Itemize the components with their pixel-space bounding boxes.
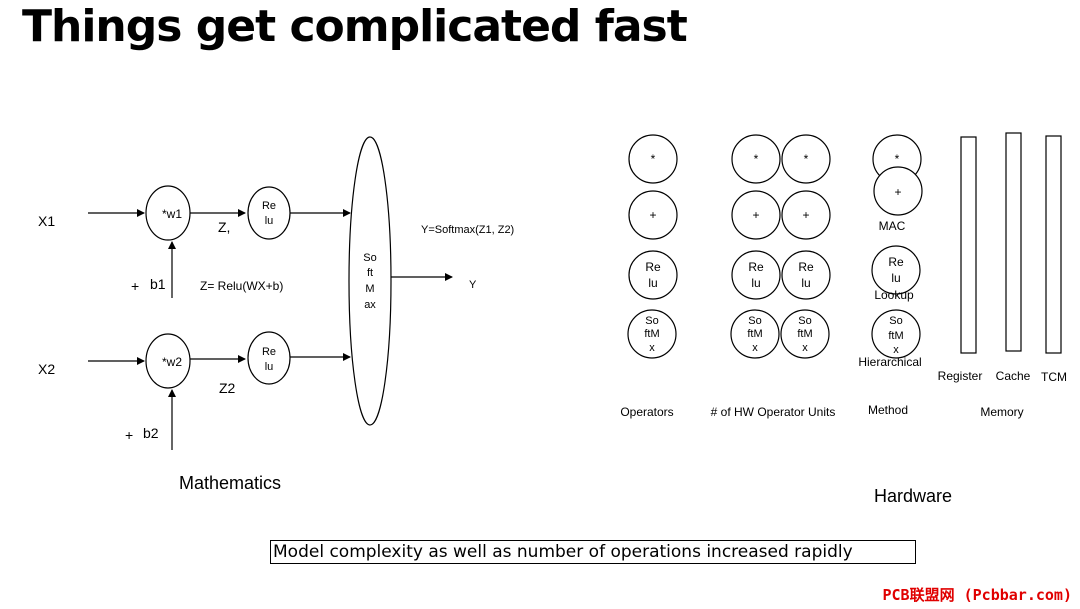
- relu2-line2: lu: [265, 361, 274, 373]
- summary-box: Model complexity as well as number of op…: [270, 540, 916, 564]
- mul-w1-node: *w1: [145, 185, 191, 241]
- memory-caption: Memory: [980, 405, 1023, 419]
- method-lookup-label: Lookup: [874, 288, 914, 302]
- cache-bar: [1005, 132, 1022, 352]
- operator-add-label: +: [649, 208, 656, 222]
- watermark: PCB联盟网 (Pcbbar.com): [882, 586, 1073, 604]
- hw-add-circle-1: [731, 190, 781, 240]
- operators-caption: Operators: [620, 405, 673, 419]
- hw-units-caption: # of HW Operator Units: [711, 405, 836, 419]
- b2-plus: +: [125, 427, 133, 443]
- hw-relu-circle-2: [781, 250, 831, 300]
- register-bar: [960, 136, 977, 354]
- relu2-node: Re lu: [247, 331, 291, 385]
- y-label: Y: [469, 279, 477, 291]
- method-softmax-circle: [871, 309, 921, 359]
- hw-softmax-2-line1: So: [798, 315, 811, 327]
- hw-mul-label-2: *: [804, 152, 809, 166]
- operator-relu-line2: lu: [648, 276, 657, 290]
- b1-label: b1: [150, 276, 166, 292]
- relu1-line2: lu: [265, 215, 274, 227]
- y-formula: Y=Softmax(Z1, Z2): [421, 224, 514, 236]
- operator-softmax-line2: ftM: [644, 328, 659, 340]
- method-relu-line2: lu: [891, 271, 900, 285]
- b2-label: b2: [143, 425, 159, 441]
- z1-label: Z,: [218, 219, 230, 235]
- z-formula: Z= Relu(WX+b): [200, 279, 283, 293]
- hw-add-circle-2: [781, 190, 831, 240]
- method-softmax-line3: x: [893, 344, 899, 356]
- hw-softmax-1-line1: So: [748, 315, 761, 327]
- relu1-node: Re lu: [247, 186, 291, 240]
- input-x2-label: X2: [38, 361, 55, 377]
- operator-relu-circle: [628, 250, 678, 300]
- method-add-label: +: [894, 185, 901, 199]
- hw-add-label-1: +: [752, 208, 759, 222]
- relu2-line1: Re: [262, 346, 276, 358]
- mathematics-caption: Mathematics: [179, 473, 281, 493]
- hw-add-label-2: +: [802, 208, 809, 222]
- input-x1-label: X1: [38, 213, 55, 229]
- tcm-label: TCM: [1041, 370, 1067, 384]
- register-label: Register: [938, 369, 983, 383]
- method-hierarchical-label: Hierarchical: [858, 355, 921, 369]
- hardware-section: * + Re lu So ftM x Operators * * +: [620, 132, 1067, 506]
- mul-w2-label: *w2: [162, 355, 182, 369]
- hw-mul-label-1: *: [754, 152, 759, 166]
- mathematics-section: X1 X2 *w1 *w2 + b1 + b2: [38, 136, 514, 493]
- operator-add-circle: [628, 190, 678, 240]
- method-relu-circle: [871, 245, 921, 295]
- hw-softmax-2-line2: ftM: [797, 328, 812, 340]
- hw-mul-circle-1: [731, 134, 781, 184]
- softmax-line1: So: [363, 252, 376, 264]
- memory-column: Register Cache TCM Memory: [938, 132, 1067, 419]
- method-softmax-line2: ftM: [888, 330, 903, 342]
- cache-label: Cache: [996, 369, 1031, 383]
- b1-plus: +: [131, 278, 139, 294]
- operator-softmax-line1: So: [645, 315, 658, 327]
- operators-column: * + Re lu So ftM x Operators: [620, 134, 678, 419]
- method-mul-label: *: [895, 152, 900, 166]
- hw-softmax-circle-2: [780, 309, 830, 359]
- operator-mul-label: *: [651, 152, 656, 166]
- method-add-circle: [873, 166, 923, 216]
- hw-relu-1-line1: Re: [748, 260, 764, 274]
- hw-softmax-1-line3: x: [752, 342, 758, 354]
- hw-relu-2-line2: lu: [801, 276, 810, 290]
- operator-softmax-line3: x: [649, 342, 655, 354]
- softmax-node: So ft M ax: [348, 136, 392, 426]
- z2-label: Z2: [219, 380, 236, 396]
- hardware-caption: Hardware: [874, 486, 952, 506]
- hw-softmax-2-line3: x: [802, 342, 808, 354]
- operator-mul-circle: [628, 134, 678, 184]
- method-softmax-line1: So: [889, 315, 902, 327]
- hw-relu-1-line2: lu: [751, 276, 760, 290]
- hw-relu-circle-1: [731, 250, 781, 300]
- softmax-line2: ft: [367, 267, 373, 279]
- hw-softmax-1-line2: ftM: [747, 328, 762, 340]
- operator-softmax-circle: [627, 309, 677, 359]
- method-caption: Method: [868, 403, 908, 417]
- tcm-bar: [1045, 135, 1062, 354]
- mul-w1-label: *w1: [162, 207, 182, 221]
- softmax-line4: ax: [364, 299, 376, 311]
- hw-mul-circle-2: [781, 134, 831, 184]
- hw-relu-2-line1: Re: [798, 260, 814, 274]
- operator-relu-line1: Re: [645, 260, 661, 274]
- method-relu-line1: Re: [888, 255, 904, 269]
- slide-title: Things get complicated fast: [22, 1, 688, 52]
- hw-units-column: * * + + Re lu Re lu So ftM x So ftM: [711, 134, 836, 419]
- mul-w2-node: *w2: [145, 333, 191, 389]
- hw-softmax-circle-1: [730, 309, 780, 359]
- relu1-line1: Re: [262, 200, 276, 212]
- softmax-line3: M: [365, 283, 374, 295]
- method-column: * + MAC Re lu Lookup So ftM x Hierarchic…: [858, 134, 923, 417]
- method-mac-label: MAC: [879, 219, 906, 233]
